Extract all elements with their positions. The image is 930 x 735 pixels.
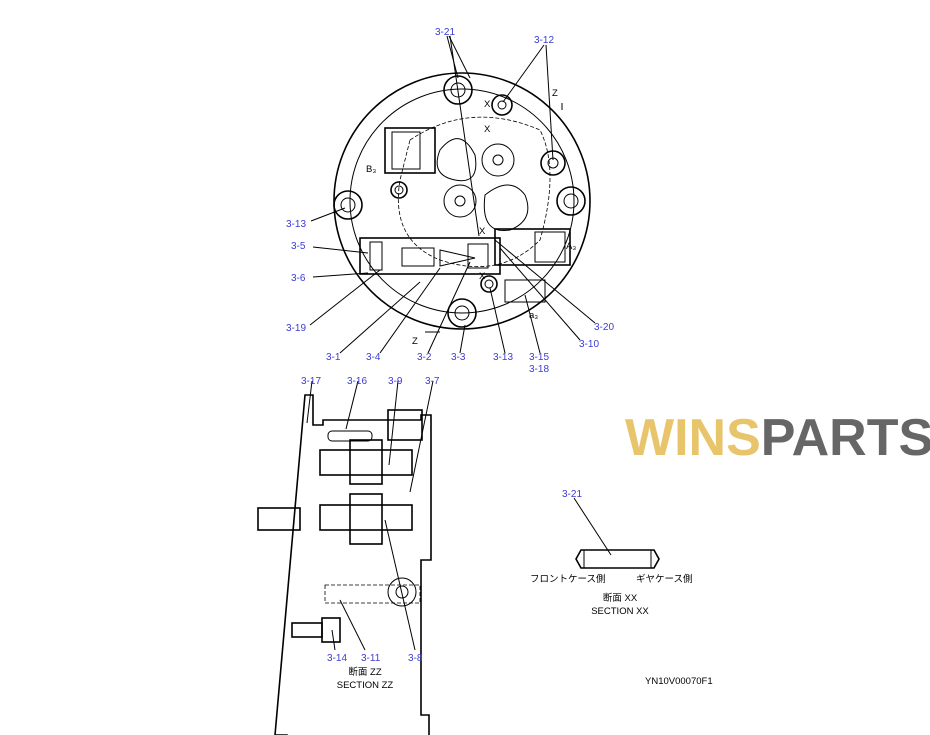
section-z-mark: Z [552,88,558,99]
section-x-mark: X [484,99,491,110]
section-z-mark-lower: Z [412,336,418,347]
callout-3-15: 3-15 [529,352,549,363]
callout-3-14: 3-14 [327,653,347,664]
front-case-side-label: フロントケース側 [530,573,606,585]
callout-3-18: 3-18 [529,364,549,375]
callout-3-16: 3-16 [347,376,367,387]
callout-3-21: 3-21 [435,27,455,38]
section-x-mark: X [479,226,486,237]
section-zz-title-en: SECTION ZZ [337,680,394,691]
callout-3-10: 3-10 [579,339,599,350]
section-zz-drawing [257,380,434,735]
gear-case-side-label: ギヤケース側 [636,573,693,585]
callout-3-2: 3-2 [417,352,432,363]
callout-3-6: 3-6 [291,273,306,284]
section-x-mark: X [484,124,491,135]
port-a3-label: A₃ [566,241,576,252]
port-b3-label: B₃ [366,164,376,175]
top-view-drawing [309,35,596,354]
callout-3-1: 3-1 [326,352,341,363]
section-xx-title-en: SECTION XX [591,606,649,617]
callout-3-5: 3-5 [291,241,306,252]
callout-3-3: 3-3 [451,352,466,363]
section-x-mark: X [479,271,486,282]
drawing-number: YN10V00070F1 [645,676,713,687]
port-a3-small-label: a₃ [529,310,538,321]
callout-3-17: 3-17 [301,376,321,387]
callout-3-13-lower: 3-13 [493,352,513,363]
callout-3-21-section-xx: 3-21 [562,489,582,500]
section-xx-title-jp: 断面 XX [603,592,638,604]
callout-3-19: 3-19 [286,323,306,334]
callout-3-7: 3-7 [425,376,440,387]
bolt-icon [333,75,586,328]
section-zz-title-jp: 断面 ZZ [348,666,381,678]
callout-3-4: 3-4 [366,352,381,363]
callout-3-9: 3-9 [388,376,403,387]
callout-3-12: 3-12 [534,35,554,46]
callout-3-11: 3-11 [361,653,381,664]
section-xx-drawing [573,497,660,569]
callout-3-8: 3-8 [408,653,423,664]
callout-3-13: 3-13 [286,219,306,230]
winsparts-watermark-logo: WINSPARTS [625,409,930,467]
callout-3-20: 3-20 [594,322,614,333]
